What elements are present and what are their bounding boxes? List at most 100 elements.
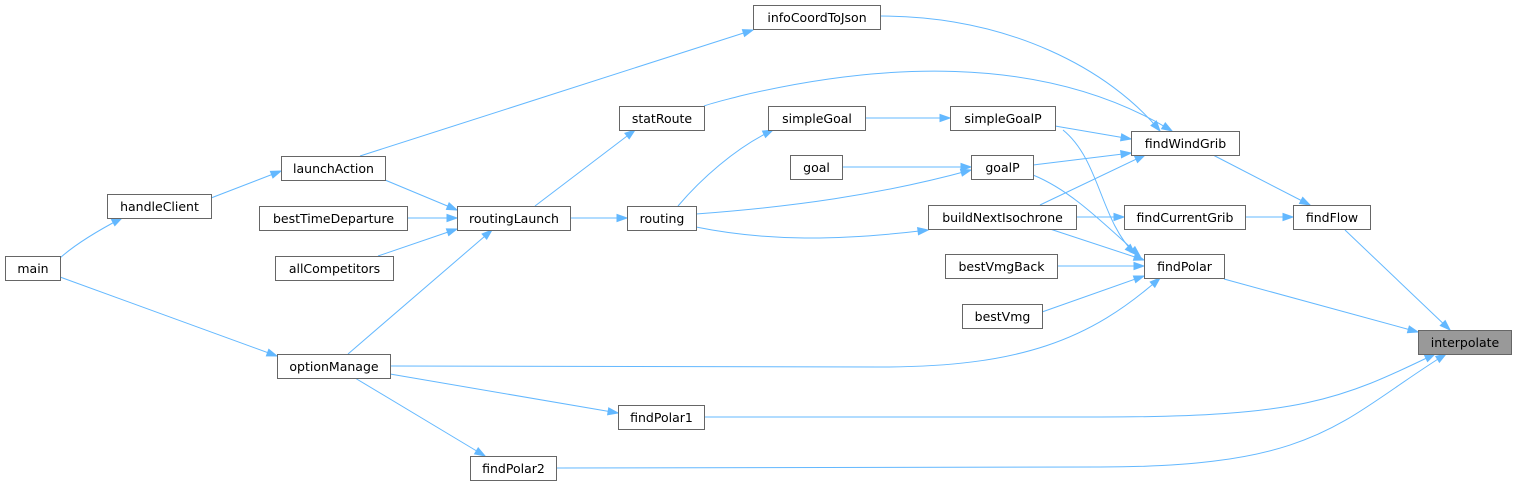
- edge-routingLaunch-to-optionManage: [347, 229, 494, 355]
- edge-statRoute-to-routingLaunch: [534, 129, 637, 207]
- node-handleClient[interactable]: handleClient: [107, 194, 212, 219]
- node-label: optionManage: [289, 359, 378, 374]
- node-label: goalP: [985, 160, 1020, 175]
- edge-arrowhead: [1132, 275, 1146, 284]
- node-findPolar[interactable]: findPolar: [1144, 254, 1225, 279]
- node-label: findPolar: [1157, 259, 1213, 274]
- node-findPolar1[interactable]: findPolar1: [618, 405, 705, 430]
- node-label: findCurrentGrib: [1137, 210, 1234, 225]
- edge-line: [1223, 278, 1419, 333]
- edge-findPolar-to-optionManage: [389, 276, 1162, 368]
- node-label: findPolar1: [630, 410, 693, 425]
- node-box: [1131, 131, 1240, 156]
- node-launchAction[interactable]: launchAction: [281, 156, 386, 181]
- edge-interpolate-to-findPolar: [1223, 278, 1420, 334]
- node-infoCoordToJson[interactable]: infoCoordToJson: [753, 5, 881, 30]
- node-bestVmgBack[interactable]: bestVmgBack: [945, 254, 1058, 279]
- node-bestTimeDeparture[interactable]: bestTimeDeparture: [259, 206, 408, 231]
- edge-arrowhead: [1423, 353, 1437, 363]
- edge-findPolar-to-bestVmgBack: [1057, 261, 1146, 271]
- node-findFlow[interactable]: findFlow: [1293, 205, 1371, 230]
- node-box: [5, 256, 61, 281]
- edge-line: [59, 276, 278, 357]
- node-box: [971, 155, 1034, 180]
- edge-line: [534, 129, 636, 207]
- edge-goalP-to-routing: [695, 168, 973, 215]
- edge-line: [703, 70, 1173, 132]
- edge-findFlow-to-findCurrentGrib: [1245, 212, 1295, 222]
- node-goalP[interactable]: goalP: [971, 155, 1034, 180]
- edge-routingLaunch-to-allCompetitors: [377, 228, 459, 257]
- edge-findPolar1-to-optionManage: [389, 373, 620, 416]
- node-findCurrentGrib[interactable]: findCurrentGrib: [1124, 205, 1246, 230]
- edge-line: [210, 170, 282, 199]
- edge-line: [354, 377, 486, 457]
- edge-line: [555, 353, 1447, 469]
- node-box: [1293, 205, 1371, 230]
- node-bestVmg[interactable]: bestVmg: [962, 304, 1043, 329]
- edge-optionManage-to-main: [59, 276, 279, 357]
- node-findWindGrib[interactable]: findWindGrib: [1131, 131, 1240, 156]
- node-label: allCompetitors: [289, 261, 380, 276]
- node-label: interpolate: [1431, 335, 1500, 350]
- edge-arrowhead: [110, 217, 124, 227]
- edge-routingLaunch-to-launchAction: [384, 179, 459, 211]
- node-label: main: [17, 261, 48, 276]
- edge-arrowhead: [481, 229, 494, 241]
- node-box: [950, 106, 1056, 131]
- edge-line: [695, 226, 929, 239]
- edge-line: [347, 229, 493, 355]
- edge-arrowhead: [1119, 133, 1133, 142]
- edge-line: [1032, 152, 1132, 166]
- graph-nodes: main handleClient launchAction bestTimeDepa…: [5, 5, 1512, 481]
- node-box: [962, 304, 1043, 329]
- node-label: bestVmgBack: [958, 259, 1045, 274]
- node-box: [107, 194, 212, 219]
- graph-edges: [59, 15, 1452, 469]
- node-label: routingLaunch: [469, 211, 559, 226]
- edge-line: [695, 169, 972, 215]
- node-main[interactable]: main: [5, 256, 61, 281]
- node-box: [627, 206, 697, 231]
- node-optionManage[interactable]: optionManage: [277, 354, 391, 379]
- edge-line: [384, 179, 458, 211]
- edge-line: [59, 217, 123, 259]
- node-box: [619, 106, 705, 131]
- edge-infoCoordToJson-to-launchAction: [359, 29, 755, 157]
- node-box: [281, 156, 386, 181]
- edge-arrowhead: [473, 447, 487, 457]
- edge-arrowhead: [1160, 121, 1174, 132]
- edge-arrowhead: [1133, 261, 1146, 271]
- node-box: [790, 155, 843, 180]
- node-statRoute[interactable]: statRoute: [619, 106, 705, 131]
- node-simpleGoalP[interactable]: simpleGoalP: [950, 106, 1056, 131]
- node-allCompetitors[interactable]: allCompetitors: [275, 256, 394, 281]
- node-buildNextIsochrone[interactable]: buildNextIsochrone: [928, 205, 1077, 230]
- edge-handleClient-to-main: [59, 217, 124, 259]
- edge-arrowhead: [445, 202, 459, 211]
- node-interpolate[interactable]: interpolate: [1418, 330, 1512, 355]
- edge-arrowhead: [606, 407, 620, 416]
- node-label: findPolar2: [482, 461, 545, 476]
- edge-arrowhead: [1282, 212, 1295, 222]
- edge-arrowhead: [1406, 325, 1420, 334]
- edge-findPolar-to-bestVmg: [1041, 275, 1146, 313]
- edge-arrowhead: [1150, 120, 1161, 133]
- node-findPolar2[interactable]: findPolar2: [470, 456, 557, 481]
- edge-arrowhead: [917, 227, 930, 236]
- edge-arrowhead: [1132, 252, 1146, 261]
- edge-arrowhead: [616, 213, 629, 223]
- node-box: [275, 256, 394, 281]
- edge-arrowhead: [1120, 150, 1133, 159]
- edge-findPolar2-to-optionManage: [354, 377, 487, 457]
- node-routingLaunch[interactable]: routingLaunch: [457, 206, 571, 231]
- node-goal[interactable]: goal: [790, 155, 843, 180]
- node-label: buildNextIsochrone: [942, 210, 1063, 225]
- edge-line: [1049, 228, 1145, 261]
- node-routing[interactable]: routing: [627, 206, 697, 231]
- edge-arrowhead: [1439, 319, 1452, 332]
- edge-arrowhead: [959, 168, 973, 177]
- node-simpleGoal[interactable]: simpleGoal: [768, 106, 866, 131]
- edge-buildNextIsochrone-to-routing: [695, 226, 930, 239]
